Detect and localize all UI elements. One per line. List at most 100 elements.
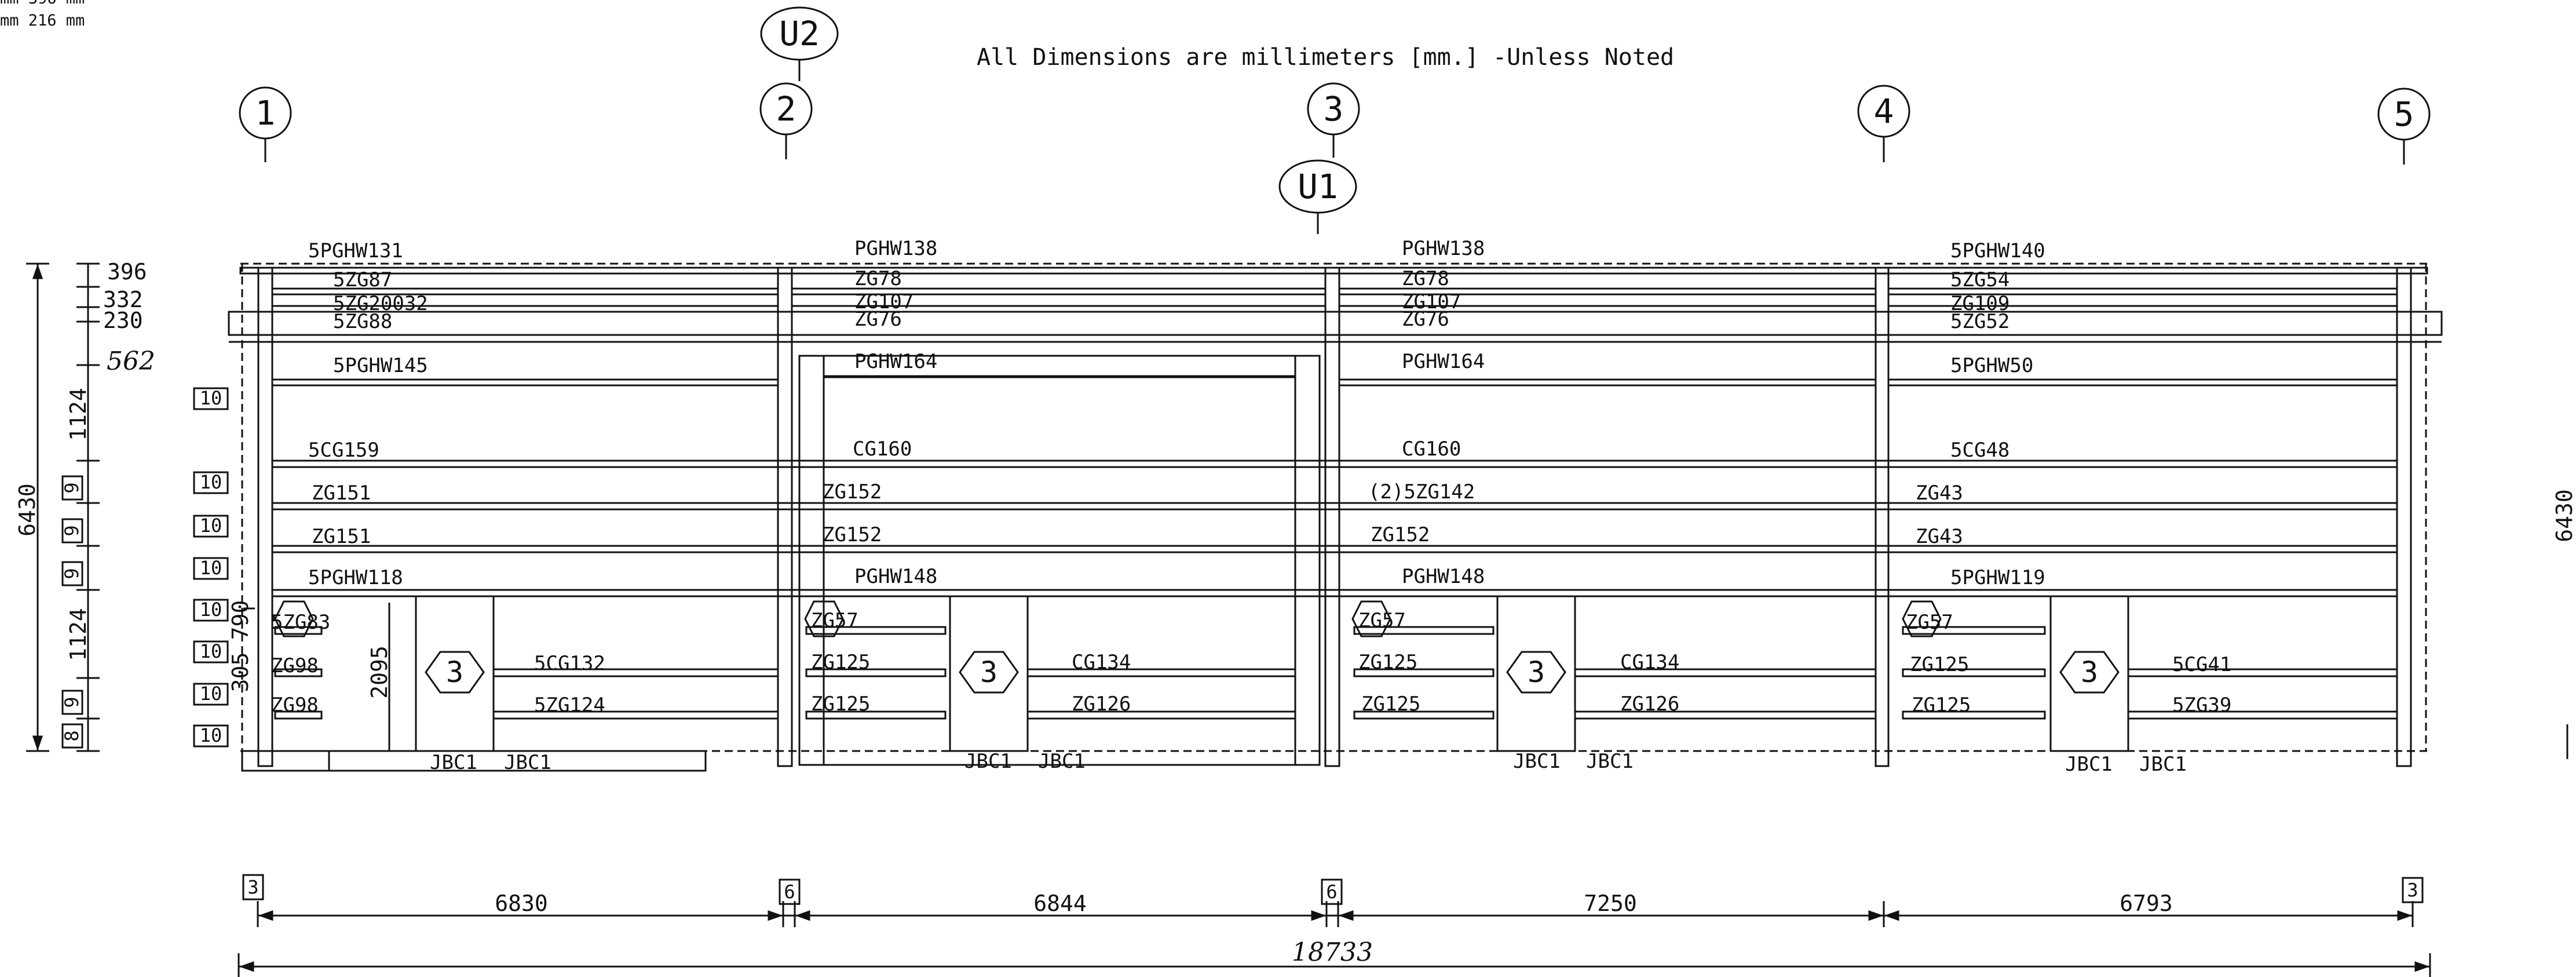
bottom-box-label: 3 <box>247 876 258 898</box>
member-label: ZG57 <box>811 609 858 632</box>
member-label: ZG152 <box>823 523 882 546</box>
left-small-boxes: 9 9 9 9 8 <box>61 475 83 749</box>
members-bay-3: PGHW138 ZG78 ZG107 ZG76 PGHW164 CG160 (2… <box>1358 237 1679 773</box>
member-label: JBC1 <box>2065 753 2113 776</box>
members-bay-1: 5PGHW131 5ZG87 5ZG20032 5ZG88 5PGHW145 5… <box>271 239 605 774</box>
door-mark-3-text: 3 <box>1528 655 1545 689</box>
ten-box-label: 10 <box>200 557 222 579</box>
small-box-label: 9 <box>61 697 83 708</box>
member-label: ZG126 <box>1620 692 1679 716</box>
member-label: 5PGHW118 <box>308 566 403 589</box>
member-label: CG160 <box>1402 438 1461 461</box>
left-dim-segment: 1124 <box>65 608 91 661</box>
left-dim-top: 562 <box>107 347 155 376</box>
member-label: ZG125 <box>1361 692 1420 716</box>
dimension-note: All Dimensions are millimeters [mm.] -Un… <box>977 44 1674 71</box>
member-label: JBC1 <box>1038 750 1086 773</box>
member-label: PGHW148 <box>1402 565 1485 588</box>
member-label: 5ZG124 <box>534 694 605 717</box>
member-label: ZG43 <box>1916 482 1963 505</box>
member-label: 5PGHW140 <box>1950 239 2045 263</box>
member-label: ZG151 <box>312 482 371 505</box>
upper-label-u2-text: U2 <box>779 14 820 53</box>
member-label: ZG57 <box>1906 611 1953 634</box>
door-mark-1-text: 3 <box>446 655 463 689</box>
member-label: ZG125 <box>1912 694 1971 717</box>
grid-bubble-5: 5 <box>2377 88 2431 165</box>
member-label: 5ZG83 <box>271 611 330 634</box>
member-label: ZG107 <box>854 290 914 313</box>
member-label: JBC1 <box>1513 750 1561 773</box>
overall-length-dim: 18733 <box>1292 938 1373 967</box>
member-label: ZG125 <box>811 651 870 674</box>
member-label: ZG125 <box>811 692 870 716</box>
member-label: ZG78 <box>854 267 902 290</box>
upper-label-u2: U2 <box>760 6 839 81</box>
member-label: 5CG41 <box>2172 653 2231 676</box>
members-bay-2: PGHW138 ZG78 ZG107 ZG76 PGHW164 CG160 ZG… <box>811 237 1131 773</box>
member-label: (2)5ZG142 <box>1368 480 1475 504</box>
member-label: PGHW138 <box>854 237 937 260</box>
member-label: PGHW164 <box>854 350 937 373</box>
corner-note-1: mm 396 mm <box>0 0 85 8</box>
left-total-dim: 6430 <box>14 483 40 537</box>
member-label: PGHW138 <box>1402 237 1485 260</box>
grid-label-2: 2 <box>776 89 796 129</box>
member-label: 5ZG54 <box>1950 268 2009 291</box>
member-label: PGHW164 <box>1402 350 1485 373</box>
left-dim-segment: 305 <box>228 652 253 692</box>
grid-label-4: 4 <box>1874 92 1894 131</box>
member-label: ZG43 <box>1916 525 1963 548</box>
door-dim: 2095 <box>367 646 392 699</box>
member-label: CG134 <box>1620 651 1679 674</box>
ten-box-label: 10 <box>200 387 222 409</box>
elevation-frame <box>228 263 2443 772</box>
bay-dim-4: 6793 <box>2120 891 2173 916</box>
grid-bubble-2: 2 <box>759 82 813 159</box>
member-label: CG160 <box>853 438 912 461</box>
member-label: 5CG159 <box>308 439 379 462</box>
member-label: CG134 <box>1072 651 1131 674</box>
left-dim-top: 396 <box>107 259 147 285</box>
left-dim-top: 230 <box>103 308 143 333</box>
ten-box-label: 10 <box>200 683 222 705</box>
member-label: ZG98 <box>271 694 319 717</box>
door-mark-4-text: 3 <box>2081 655 2098 689</box>
small-box-label: 9 <box>61 568 83 579</box>
member-label: 5ZG88 <box>333 310 392 333</box>
member-label: ZG98 <box>271 654 319 677</box>
ten-box-label: 10 <box>200 515 222 537</box>
bottom-small-boxes: 3 6 6 3 <box>242 874 2424 905</box>
member-label: 5ZG87 <box>333 268 392 291</box>
member-label: ZG107 <box>1402 290 1461 313</box>
member-label: ZG152 <box>1371 523 1430 546</box>
small-box-label: 8 <box>61 730 83 741</box>
member-label: ZG126 <box>1072 692 1131 716</box>
bottom-box-label: 6 <box>784 881 795 903</box>
member-label: 5PGHW50 <box>1950 354 2033 377</box>
member-label: ZG125 <box>1910 653 1969 676</box>
bottom-dimension-string <box>237 901 2431 977</box>
member-label: 5CG132 <box>534 652 605 675</box>
member-label: ZG125 <box>1358 651 1417 674</box>
bay-dim-2: 6844 <box>1033 891 1087 916</box>
member-label: JBC1 <box>430 751 477 774</box>
door-mark-1: 3 <box>425 651 485 694</box>
left-dim-segment: 1124 <box>65 388 91 441</box>
door-mark-3: 3 <box>1506 651 1566 694</box>
grid-bubble-3: 3 <box>1307 82 1360 158</box>
members-bay-4: 5PGHW140 5ZG54 ZG109 5ZG52 5PGHW50 5CG48… <box>1906 239 2231 776</box>
member-label: 5PGHW131 <box>308 239 403 263</box>
corner-note-2: mm 216 mm <box>0 12 85 30</box>
member-label: 5PGHW119 <box>1950 566 2045 589</box>
grid-label-1: 1 <box>255 93 276 133</box>
member-label: ZG151 <box>312 525 371 548</box>
bay-dim-3: 7250 <box>1584 891 1637 916</box>
member-label: PGHW148 <box>854 565 937 588</box>
upper-label-u1: U1 <box>1278 159 1357 234</box>
member-label: 5PGHW145 <box>333 354 428 377</box>
ten-box-label: 10 <box>200 640 222 662</box>
bay-dim-1: 6830 <box>495 891 548 916</box>
upper-label-u1-text: U1 <box>1298 167 1338 206</box>
